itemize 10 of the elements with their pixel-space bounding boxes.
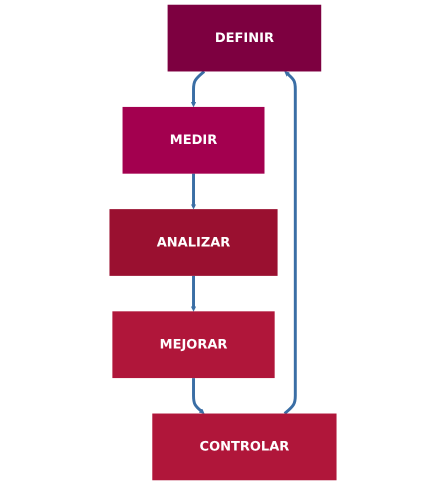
node-box: CONTROLAR (152, 414, 337, 480)
arrow (190, 70, 206, 108)
node-box: MEJORAR (112, 311, 275, 378)
arrow (190, 174, 196, 210)
arrow (284, 71, 297, 415)
node-box: DEFINIR (168, 4, 322, 72)
node-box: MEDIR (122, 106, 264, 174)
arrow (190, 276, 196, 312)
node-box: ANALIZAR (109, 209, 278, 276)
arrow (192, 378, 204, 414)
